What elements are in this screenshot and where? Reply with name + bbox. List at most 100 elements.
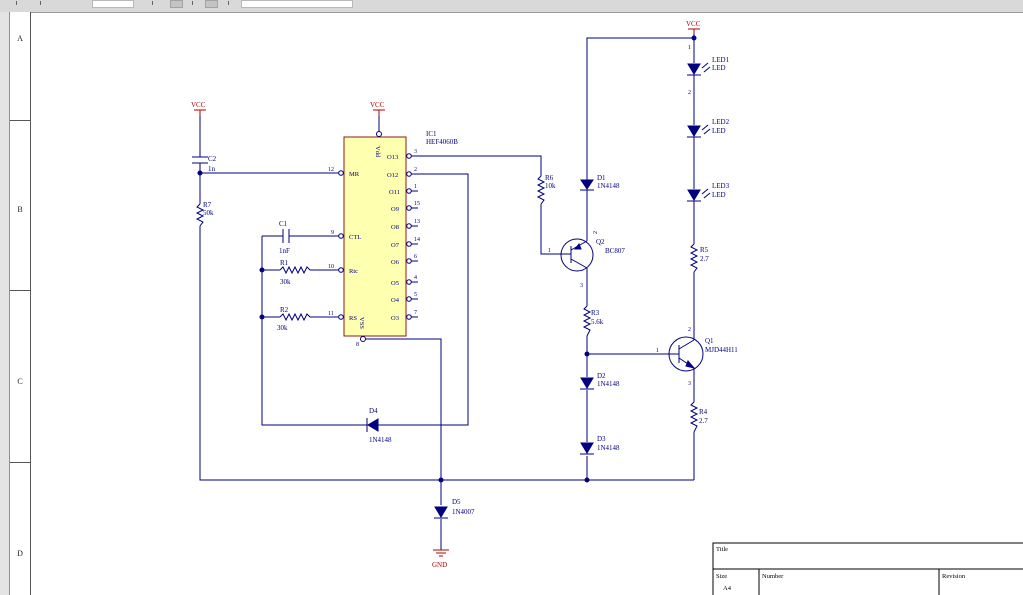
zone-label-d: D (17, 549, 23, 558)
d5-ref: D5 (452, 498, 461, 506)
r4-value: 2.7 (699, 417, 708, 425)
zone-divider (10, 462, 30, 463)
number-label: Number (762, 573, 784, 580)
pin-bubble (338, 170, 344, 176)
toolbar-separator (192, 1, 193, 5)
vcc-symbol-left[interactable]: VCC (191, 101, 206, 116)
led2-ref: LED2 (712, 118, 730, 126)
pin-bubble (406, 153, 412, 159)
pin-number: 13 (414, 219, 420, 225)
r1-ref: R1 (280, 259, 289, 267)
r3-resistor[interactable]: R3 5.6k (582, 305, 604, 337)
ic1-pin-o4: O4 (391, 297, 400, 304)
r6-resistor[interactable]: R6 10k (536, 174, 556, 205)
d4-ref: D4 (369, 407, 378, 415)
r3-ref: R3 (591, 309, 600, 317)
ic1-vdd-label: Vdd (374, 146, 381, 158)
d5-diode[interactable]: D5 1N4007 (434, 498, 475, 519)
r2-resistor[interactable]: R2 30k (277, 306, 311, 332)
pin-bubble (338, 267, 344, 273)
ic1-vss-pin-bubble (360, 336, 366, 342)
ic1-pin-o8: O8 (391, 224, 399, 231)
q2-transistor[interactable]: Q2 BC807 1 2 3 (548, 231, 625, 289)
ic1-pin-o5: O5 (391, 280, 399, 287)
c1-value: 1nF (279, 247, 290, 255)
toolbar-field[interactable] (241, 0, 353, 8)
ic1-pin-rs: RS (349, 315, 357, 322)
vcc-label: VCC (191, 101, 206, 109)
d1-diode[interactable]: D1 1N4148 (580, 174, 620, 191)
d3-value: 1N4148 (597, 444, 620, 452)
d2-diode[interactable]: D2 1N4148 (580, 372, 620, 390)
size-value: A4 (723, 585, 732, 592)
ic1-component[interactable]: IC1 HEF4060B Vdd VSS 8 MR 12 CTL 9 Rtc 1… (328, 130, 458, 348)
r6-ref: R6 (545, 174, 554, 182)
junction-dot (584, 351, 590, 357)
c2-ref: C2 (208, 155, 217, 163)
pin-number: 2 (414, 167, 417, 173)
q1-value: MJD44H11 (705, 346, 738, 354)
ic1-pin-number: 8 (356, 342, 359, 348)
d2-value: 1N4148 (597, 380, 620, 388)
pin-bubble (406, 171, 412, 177)
d3-diode[interactable]: D3 1N4148 (580, 435, 620, 455)
junction-dot (438, 477, 444, 483)
toolbar-field[interactable] (92, 0, 134, 8)
r7-ref: R7 (203, 201, 212, 209)
sheet-border-zones (10, 12, 31, 595)
revision-label: Revision (942, 573, 966, 580)
toolbar-button[interactable] (170, 0, 183, 8)
pin-number: 9 (331, 230, 334, 236)
ic1-ref: IC1 (426, 130, 437, 138)
r5-ref: R5 (700, 246, 709, 254)
vcc-symbol-right[interactable]: VCC (686, 20, 701, 34)
ic1-body (343, 136, 407, 337)
c2-capacitor[interactable]: C2 1n (192, 155, 217, 173)
pin-number: 2 (688, 90, 691, 96)
pin-bubble (406, 205, 412, 211)
junctions (197, 35, 697, 483)
d5-value: 1N4007 (452, 508, 475, 516)
vcc-label: VCC (370, 101, 385, 109)
junction-dot (259, 314, 265, 320)
size-label: Size (716, 573, 727, 580)
pin-number: 3 (688, 381, 691, 387)
r1-value: 30k (280, 278, 291, 286)
ic1-pin-rtc: Rtc (349, 268, 358, 275)
pin-number: 4 (414, 275, 417, 281)
d4-diode[interactable]: D4 1N4148 (366, 407, 392, 444)
pin-bubble (406, 279, 412, 285)
r4-resistor[interactable]: R4 2.7 (689, 401, 708, 433)
r1-resistor[interactable]: R1 30k (279, 259, 311, 286)
pin-number: 1 (656, 348, 659, 354)
led2-diode[interactable]: LED2 LED (687, 118, 730, 138)
vcc-symbol-ic[interactable]: VCC (370, 101, 385, 116)
pin-bubble (406, 314, 412, 320)
toolbar-button[interactable] (205, 0, 218, 8)
ic1-vdd-pin-bubble (376, 131, 382, 137)
ic1-pin-o6: O6 (391, 259, 400, 266)
gnd-symbol[interactable]: GND (432, 549, 449, 569)
r3-value: 5.6k (591, 318, 604, 326)
pin-number: 11 (328, 311, 334, 317)
pin-bubble (406, 258, 412, 264)
pin-number: 14 (414, 237, 420, 243)
r4-ref: R4 (699, 408, 708, 416)
r5-value: 2.7 (700, 255, 709, 263)
pin-bubble (406, 223, 412, 229)
d3-ref: D3 (597, 435, 606, 443)
led3-diode[interactable]: LED3 LED (687, 182, 730, 202)
led1-diode[interactable]: LED1 LED 1 2 (687, 45, 730, 96)
junction-dot (259, 267, 265, 273)
ic1-pin-ctl: CTL (349, 234, 361, 241)
pin-number: 12 (328, 167, 334, 173)
r5-resistor[interactable]: R5 2.7 (689, 243, 709, 273)
q1-transistor[interactable]: Q1 MJD44H11 1 2 3 (656, 327, 738, 387)
wires (199, 34, 695, 550)
ic1-pin-mr: MR (349, 171, 360, 178)
r7-resistor[interactable]: R7 50k (195, 201, 214, 227)
c1-capacitor[interactable]: C1 1nF (279, 220, 290, 255)
ic1-pin-o7: O7 (391, 242, 400, 249)
junction-dot (584, 477, 590, 483)
